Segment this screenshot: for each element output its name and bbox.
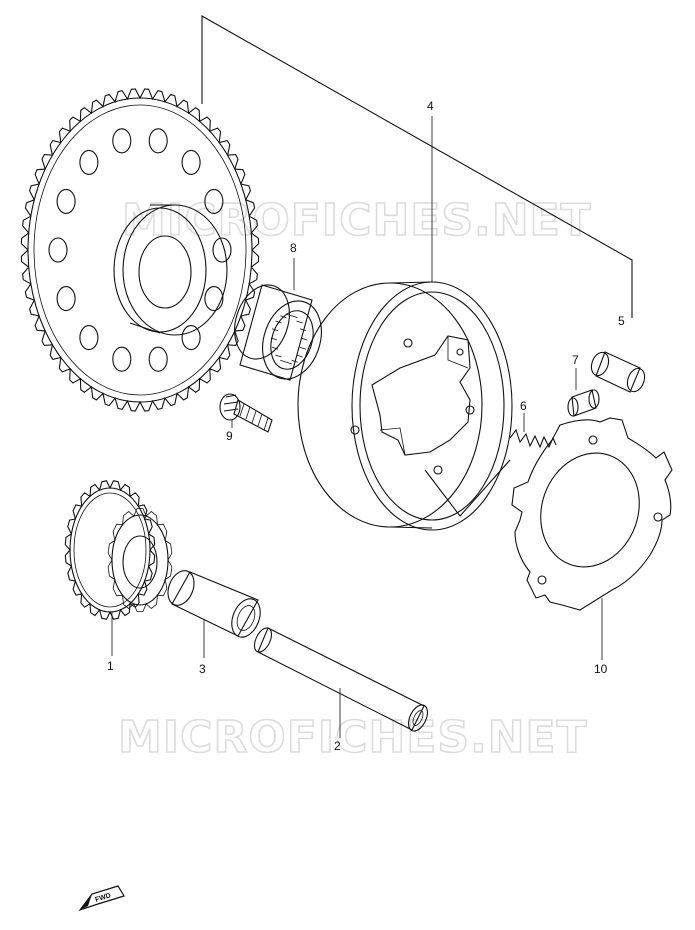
gear-hole xyxy=(181,149,201,175)
plate-10[interactable] xyxy=(511,417,673,611)
callout-5: 5 xyxy=(618,314,625,328)
needle xyxy=(271,328,279,332)
needle xyxy=(299,328,307,332)
bushing-3[interactable] xyxy=(163,567,265,642)
needle xyxy=(296,320,303,324)
needle xyxy=(291,359,298,363)
idle-gear-inner-teeth xyxy=(107,508,173,612)
starter-driven-gear[interactable] xyxy=(20,88,260,412)
assembly-bracket xyxy=(201,15,633,318)
one-way-clutch[interactable] xyxy=(297,281,513,531)
gear-hole xyxy=(56,286,76,312)
gear-hole xyxy=(79,325,99,351)
gear-hole xyxy=(212,237,232,263)
callout-10: 10 xyxy=(594,662,608,676)
fwd-label: FWD xyxy=(94,892,111,904)
gear-hole xyxy=(112,128,132,154)
needle xyxy=(270,337,278,341)
needle xyxy=(296,354,303,358)
watermark-bottom: MICROFICHES.NET xyxy=(118,712,588,763)
gear-hole xyxy=(112,346,132,372)
needle-bearing[interactable] xyxy=(226,278,331,387)
callout-3: 3 xyxy=(199,662,206,676)
idle-gear[interactable] xyxy=(64,480,173,620)
callout-1: 1 xyxy=(107,659,114,673)
needle xyxy=(285,313,293,317)
pin-7[interactable] xyxy=(567,389,600,417)
gear-hole xyxy=(56,188,76,214)
needle xyxy=(280,315,287,319)
gear-hole xyxy=(148,128,168,154)
leader-lines xyxy=(111,116,603,738)
gear-hole xyxy=(181,325,201,351)
needle xyxy=(300,337,308,341)
idle-gear-teeth xyxy=(64,480,156,620)
watermark-top: MICROFICHES.NET xyxy=(122,195,592,246)
gear-hole xyxy=(204,286,224,312)
needle xyxy=(285,361,293,365)
gear-hole xyxy=(148,346,168,372)
callout-7: 7 xyxy=(572,353,579,367)
callout-labels: 4 8 5 7 6 9 1 3 10 2 xyxy=(107,99,625,753)
callout-8: 8 xyxy=(290,241,297,255)
roller-5[interactable] xyxy=(588,350,647,394)
spring-6[interactable] xyxy=(509,428,557,449)
shaft-2[interactable] xyxy=(251,625,431,734)
needle xyxy=(291,315,298,319)
needle xyxy=(280,359,287,363)
gear-hole xyxy=(204,188,224,214)
needle xyxy=(275,354,282,358)
callout-9: 9 xyxy=(226,429,233,443)
bolt[interactable] xyxy=(219,393,273,433)
gear-teeth xyxy=(20,88,260,412)
callout-2: 2 xyxy=(334,739,341,753)
fwd-arrow-icon: FWD xyxy=(78,885,125,912)
gear-hole xyxy=(48,237,68,263)
needle xyxy=(271,346,279,350)
needle xyxy=(299,346,307,350)
gear-hole xyxy=(79,149,99,175)
needle xyxy=(275,320,282,324)
callout-4: 4 xyxy=(427,99,434,113)
callout-6: 6 xyxy=(520,399,527,413)
